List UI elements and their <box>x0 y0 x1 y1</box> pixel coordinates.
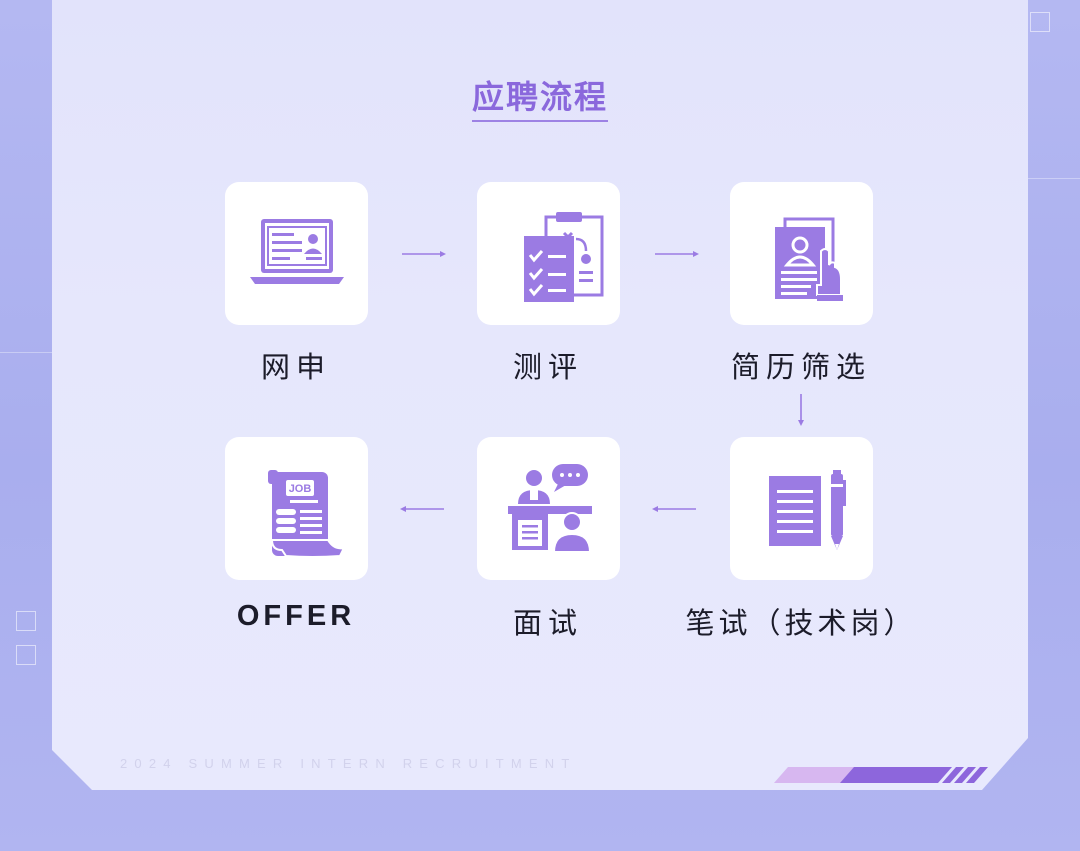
arrow-left-2 <box>400 506 444 512</box>
step-offer: JOB <box>225 437 368 580</box>
arrow-left-1 <box>652 506 696 512</box>
bg-line-right <box>1028 178 1080 179</box>
arrow-right-1 <box>402 251 446 257</box>
bg-square-top-right <box>1030 12 1050 32</box>
step-assessment <box>477 182 620 325</box>
step-label-assessment: 测评 <box>512 350 583 384</box>
step-resume-screening <box>730 182 873 325</box>
page-title: 应聘流程 <box>0 72 1080 122</box>
arrow-down <box>798 394 804 426</box>
step-label-resume-screening: 简历筛选 <box>730 350 871 384</box>
arrow-right-2 <box>655 251 699 257</box>
bg-line-left <box>0 352 52 353</box>
assessment-clipboard-icon <box>523 211 603 302</box>
footer-tagline: 2024 SUMMER INTERN RECRUITMENT <box>120 756 577 771</box>
decorative-stripes <box>774 767 988 783</box>
step-label-written-test: 笔试（技术岗） <box>685 606 917 640</box>
process-card <box>52 0 1028 790</box>
step-online-application <box>225 182 368 325</box>
bg-square-left-1 <box>16 611 36 631</box>
step-interview <box>477 437 620 580</box>
job-badge-text: JOB <box>288 483 311 495</box>
step-label-online-application: 网申 <box>260 350 331 384</box>
step-written-test <box>730 437 873 580</box>
bg-square-left-2 <box>16 645 36 665</box>
step-label-offer: OFFER <box>236 600 356 632</box>
step-label-interview: 面试 <box>512 606 583 640</box>
job-offer-scroll-icon: JOB <box>267 469 346 558</box>
laptop-resume-icon <box>249 218 344 284</box>
written-test-icon <box>768 469 846 550</box>
interview-icon <box>507 463 592 553</box>
resume-screening-icon <box>774 217 843 301</box>
